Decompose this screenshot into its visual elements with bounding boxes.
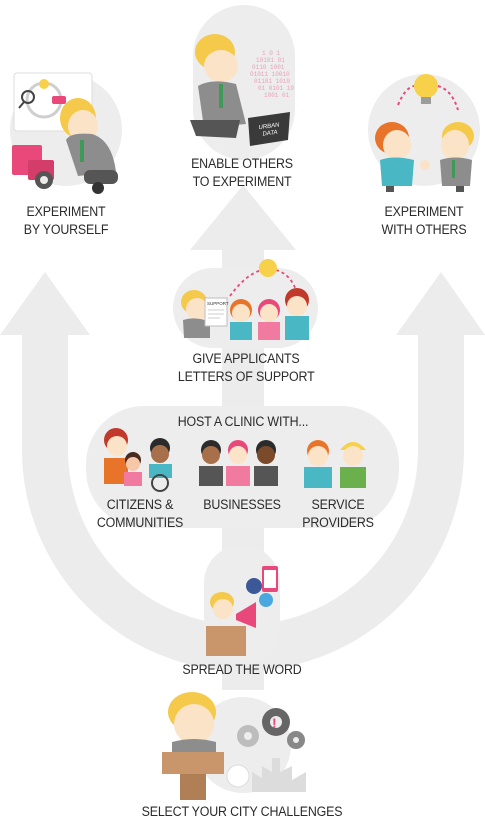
handshake (420, 160, 430, 170)
megaphone-icon (236, 602, 256, 628)
label-enable-others: ENABLE OTHERS TO EXPERIMENT (191, 156, 293, 189)
bulb-small-icon (39, 79, 49, 89)
svg-text:!: ! (272, 715, 277, 731)
magnifier-icon (21, 90, 35, 104)
twitter-icon (259, 593, 273, 607)
label-city-challenges: SELECT YOUR CITY CHALLENGES (141, 804, 343, 819)
scene-service-providers (304, 440, 366, 488)
scene-letters-support: SUPPORT (181, 259, 309, 340)
laptop (248, 112, 290, 146)
label-host-clinic: HOST A CLINIC WITH... (177, 414, 309, 429)
label-citizens: CITIZENS & COMMUNITIES (96, 497, 184, 530)
scene-city-challenges: ! (162, 692, 306, 800)
svg-text:SUPPORT: SUPPORT (207, 301, 229, 306)
label-experiment-yourself: EXPERIMENT BY YOURSELF (23, 204, 109, 237)
scene-businesses (199, 440, 278, 486)
list-icon (226, 764, 250, 788)
scene-experiment-others (375, 74, 474, 192)
label-spread-word: SPREAD THE WORD (182, 662, 302, 677)
label-experiment-others: EXPERIMENT WITH OTHERS (381, 204, 467, 237)
support-letter (204, 297, 228, 327)
scene-spread-word (206, 566, 278, 656)
binary-code: 1 0 1 10101 01 0110 1001 01011 10010 011… (250, 50, 298, 99)
u-arrow (0, 272, 485, 671)
label-service-providers: SERVICE PROVIDERS (302, 497, 374, 530)
laptop-label: URBAN DATA (258, 122, 282, 138)
lightbulb-icon (414, 74, 438, 98)
label-letters-support: GIVE APPLICANTS LETTERS OF SUPPORT (177, 351, 315, 384)
wheelchair-icon (151, 474, 169, 492)
scene-enable-others: 1 0 1 10101 01 0110 1001 01011 10010 011… (190, 34, 298, 146)
podium-2 (162, 752, 224, 774)
lightbulb-icon-2 (259, 259, 277, 277)
factory-skyline (252, 758, 306, 792)
scene-citizens (104, 428, 172, 492)
facebook-icon (246, 578, 262, 594)
label-businesses: BUSINESSES (203, 497, 281, 512)
scene-experiment-yourself (12, 72, 118, 194)
podium (206, 626, 246, 656)
